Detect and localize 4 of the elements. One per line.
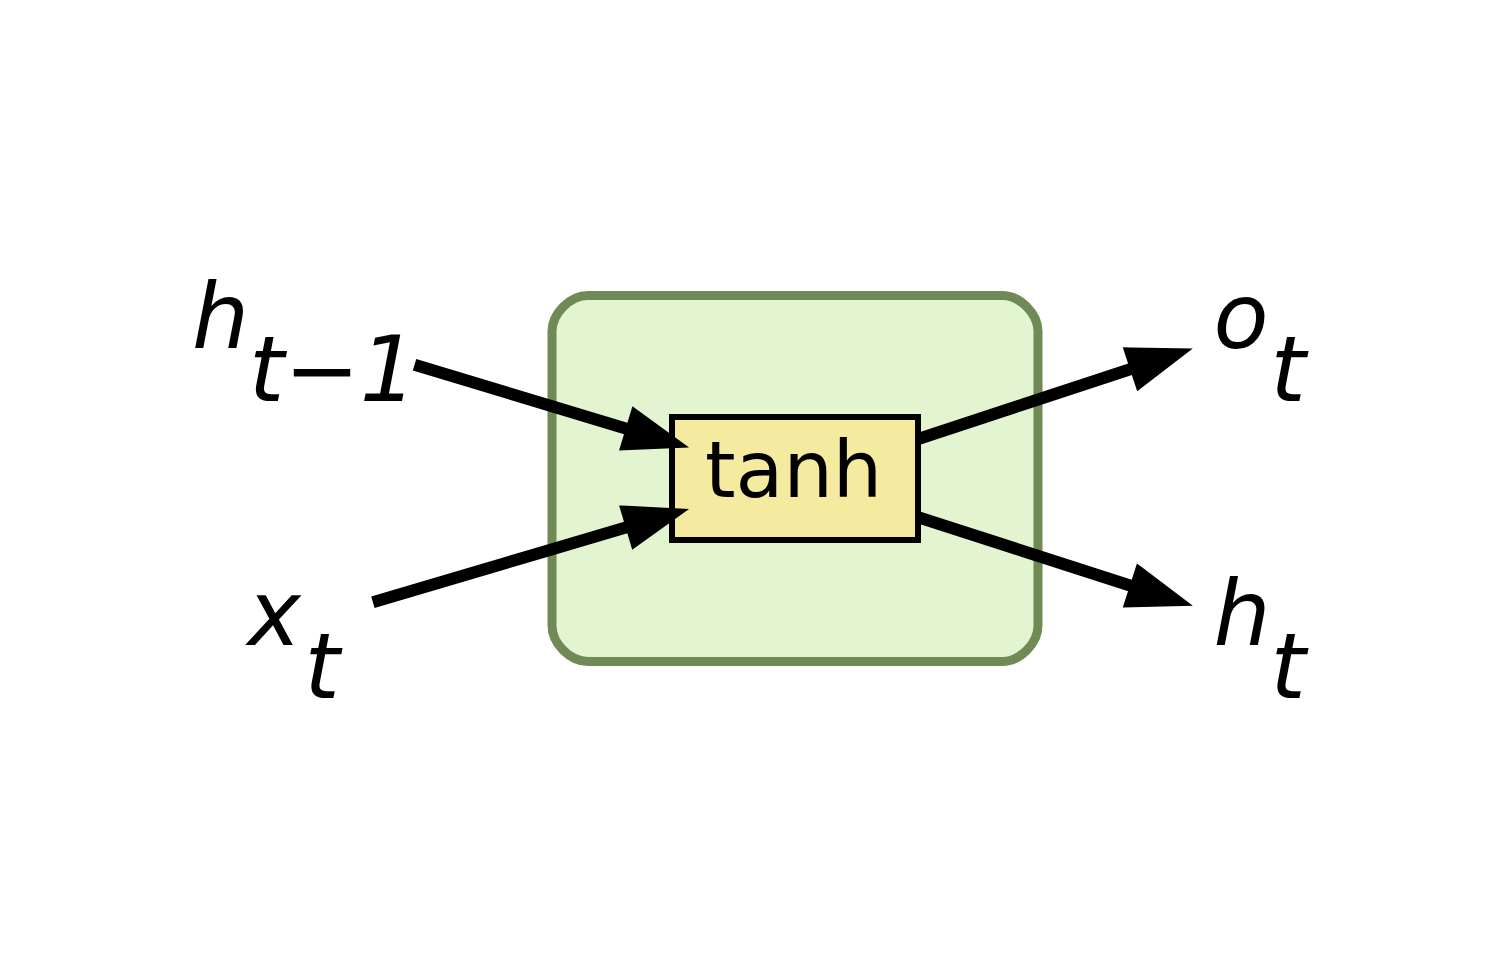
arrow — [412, 359, 690, 451]
arrow — [371, 505, 690, 608]
cluster — [547, 291, 1043, 666]
node-box: tanh — [669, 414, 921, 543]
